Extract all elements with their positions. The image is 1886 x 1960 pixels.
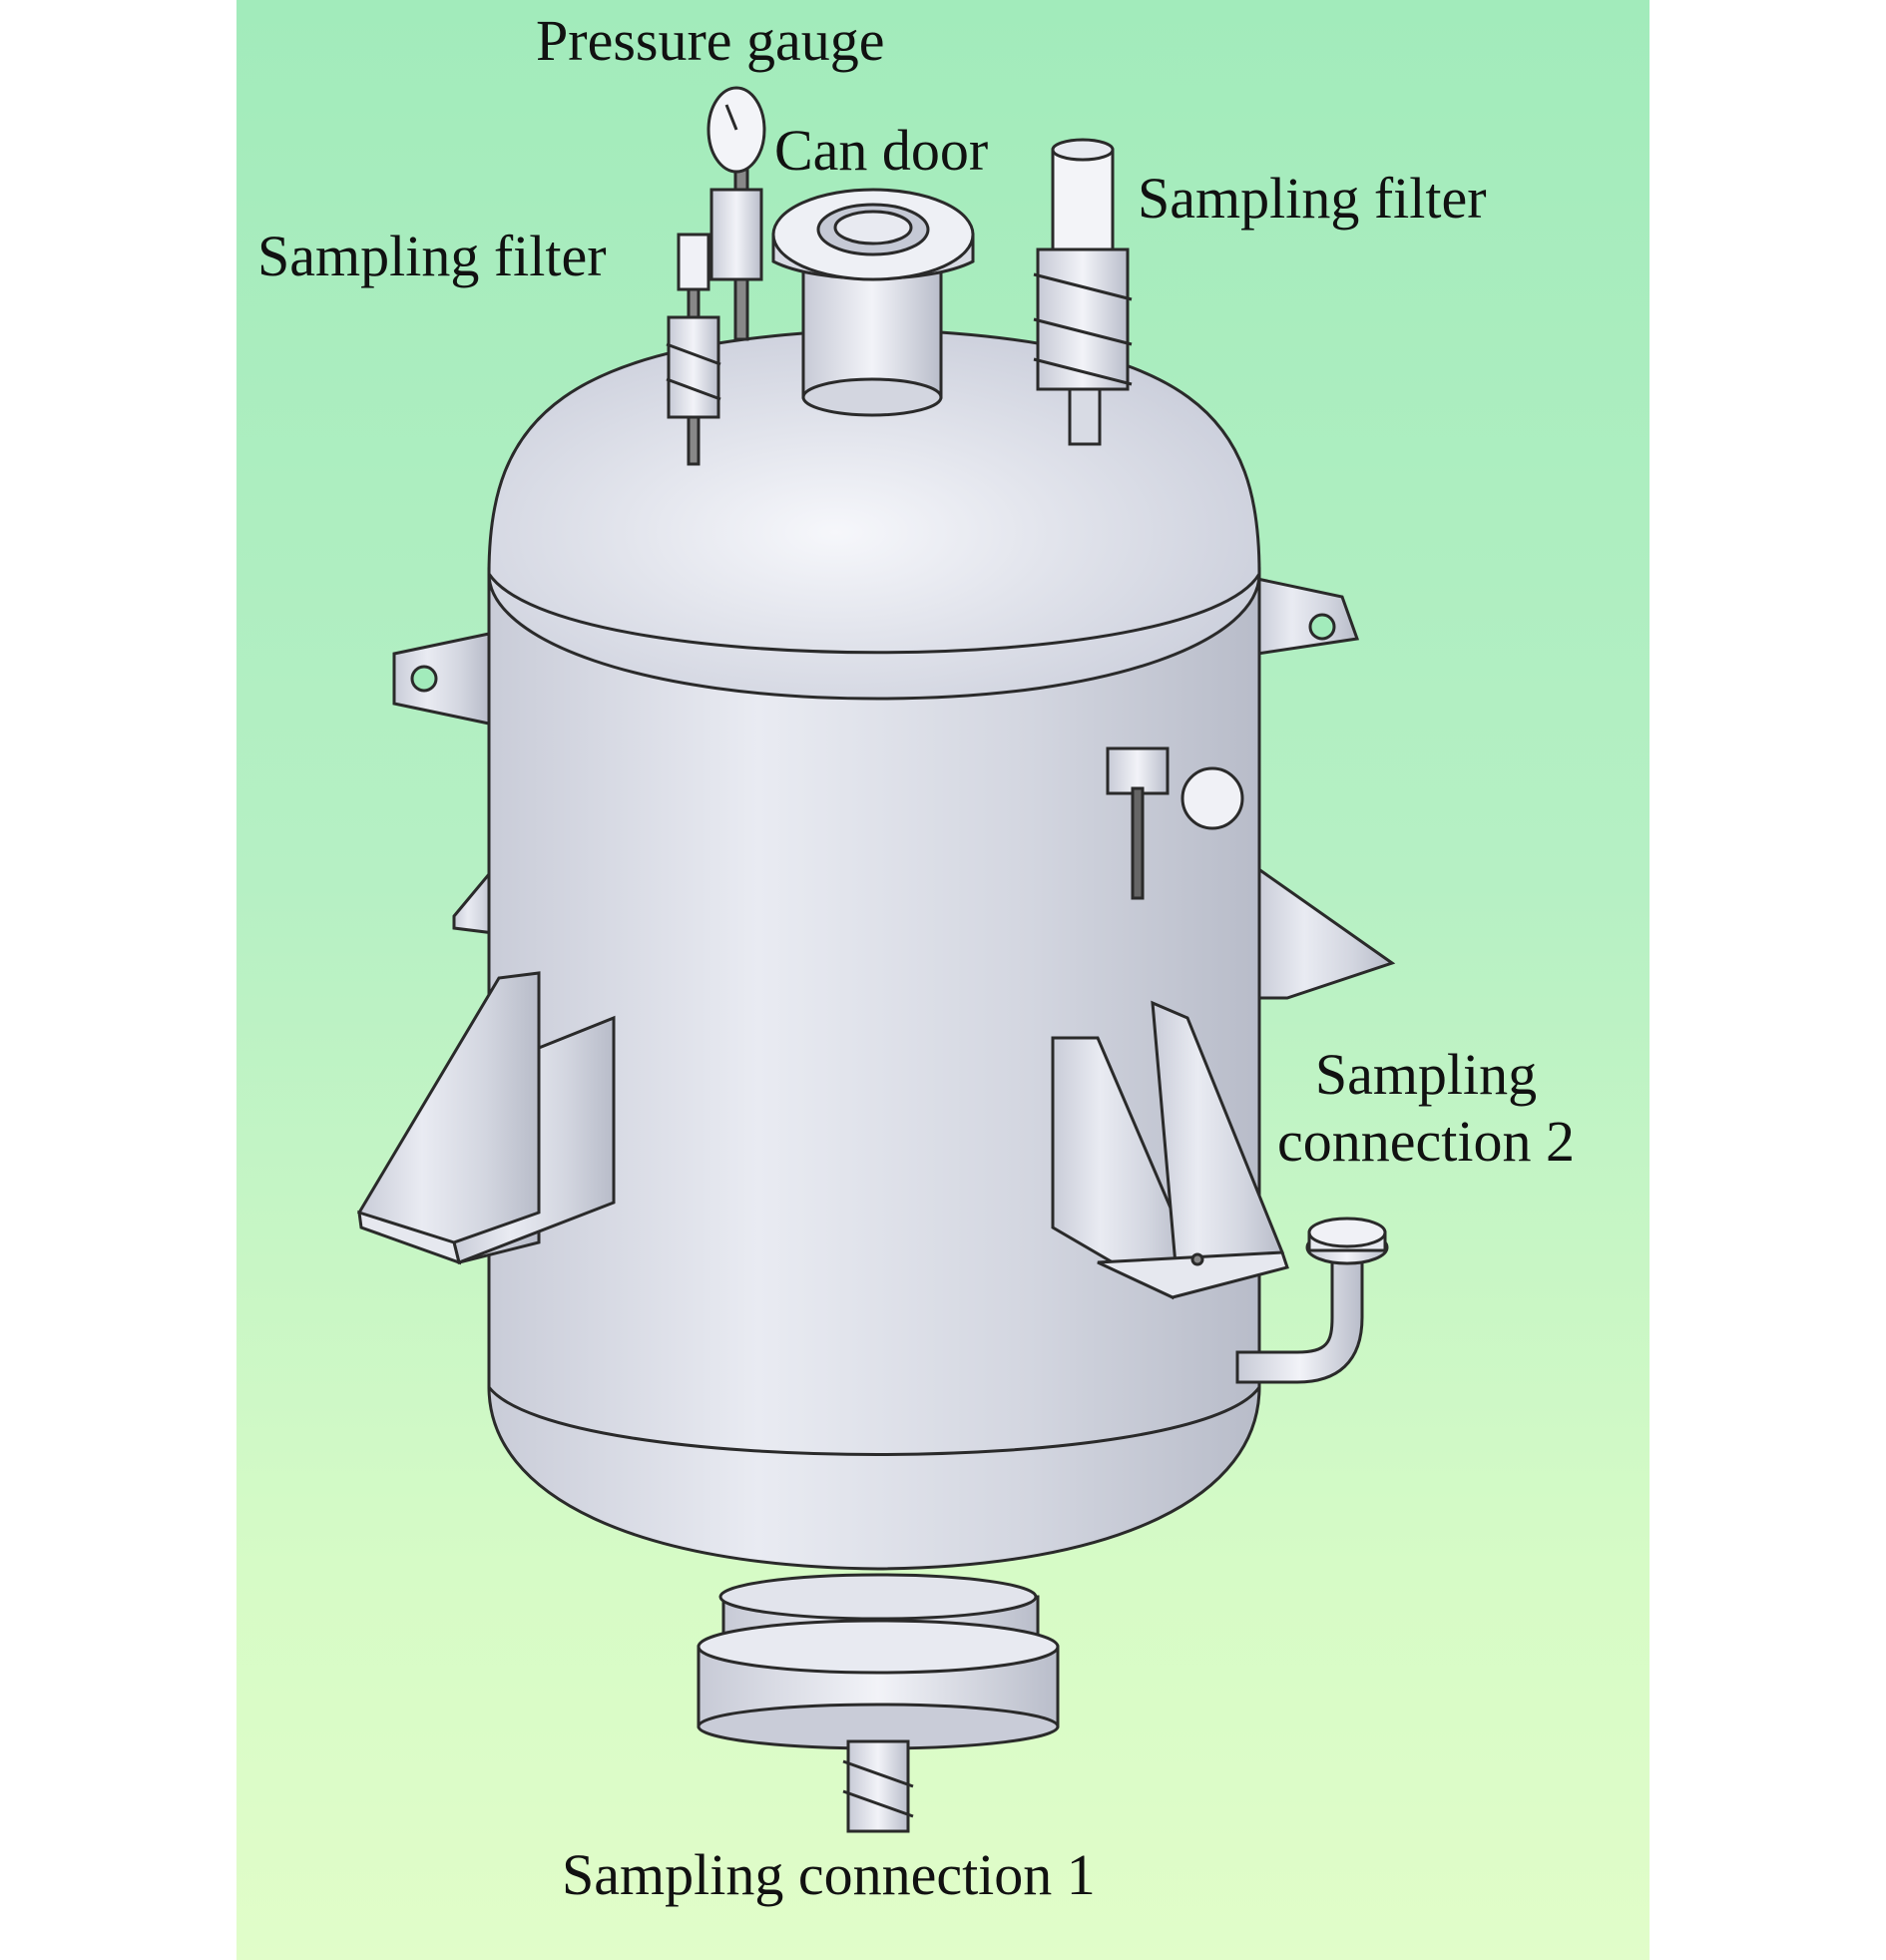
label-sampling-connection-2-line2: connection 2 <box>1277 1108 1575 1174</box>
sampling-filter-right <box>1033 138 1133 446</box>
lifting-lug-right <box>1255 577 1360 656</box>
can-door <box>771 188 975 417</box>
bottom-flange <box>697 1573 1060 1750</box>
lifting-lug-left <box>392 632 491 726</box>
sampling-connection-1-valve <box>842 1739 914 1833</box>
support-bracket-back-right <box>1255 865 1396 1000</box>
sampling-filter-left <box>666 233 721 466</box>
support-bracket-front-left <box>356 971 616 1265</box>
support-bracket-front-right <box>1051 1000 1289 1300</box>
label-sampling-connection-2: Sampling connection 2 <box>1277 1042 1575 1175</box>
label-pressure-gauge: Pressure gauge <box>536 8 885 73</box>
vessel-shell <box>487 567 1261 1571</box>
label-can-door: Can door <box>774 118 989 183</box>
pressure-gauge <box>707 86 766 341</box>
label-sampling-connection-2-line1: Sampling <box>1314 1042 1538 1107</box>
side-valve <box>1106 746 1244 900</box>
label-sampling-filter-left: Sampling filter <box>257 224 607 288</box>
label-sampling-filter-right: Sampling filter <box>1138 166 1487 231</box>
vessel-top-head <box>487 327 1261 701</box>
sampling-connection-2-pipe <box>1235 1217 1389 1384</box>
label-sampling-connection-1: Sampling connection 1 <box>562 1842 1096 1907</box>
